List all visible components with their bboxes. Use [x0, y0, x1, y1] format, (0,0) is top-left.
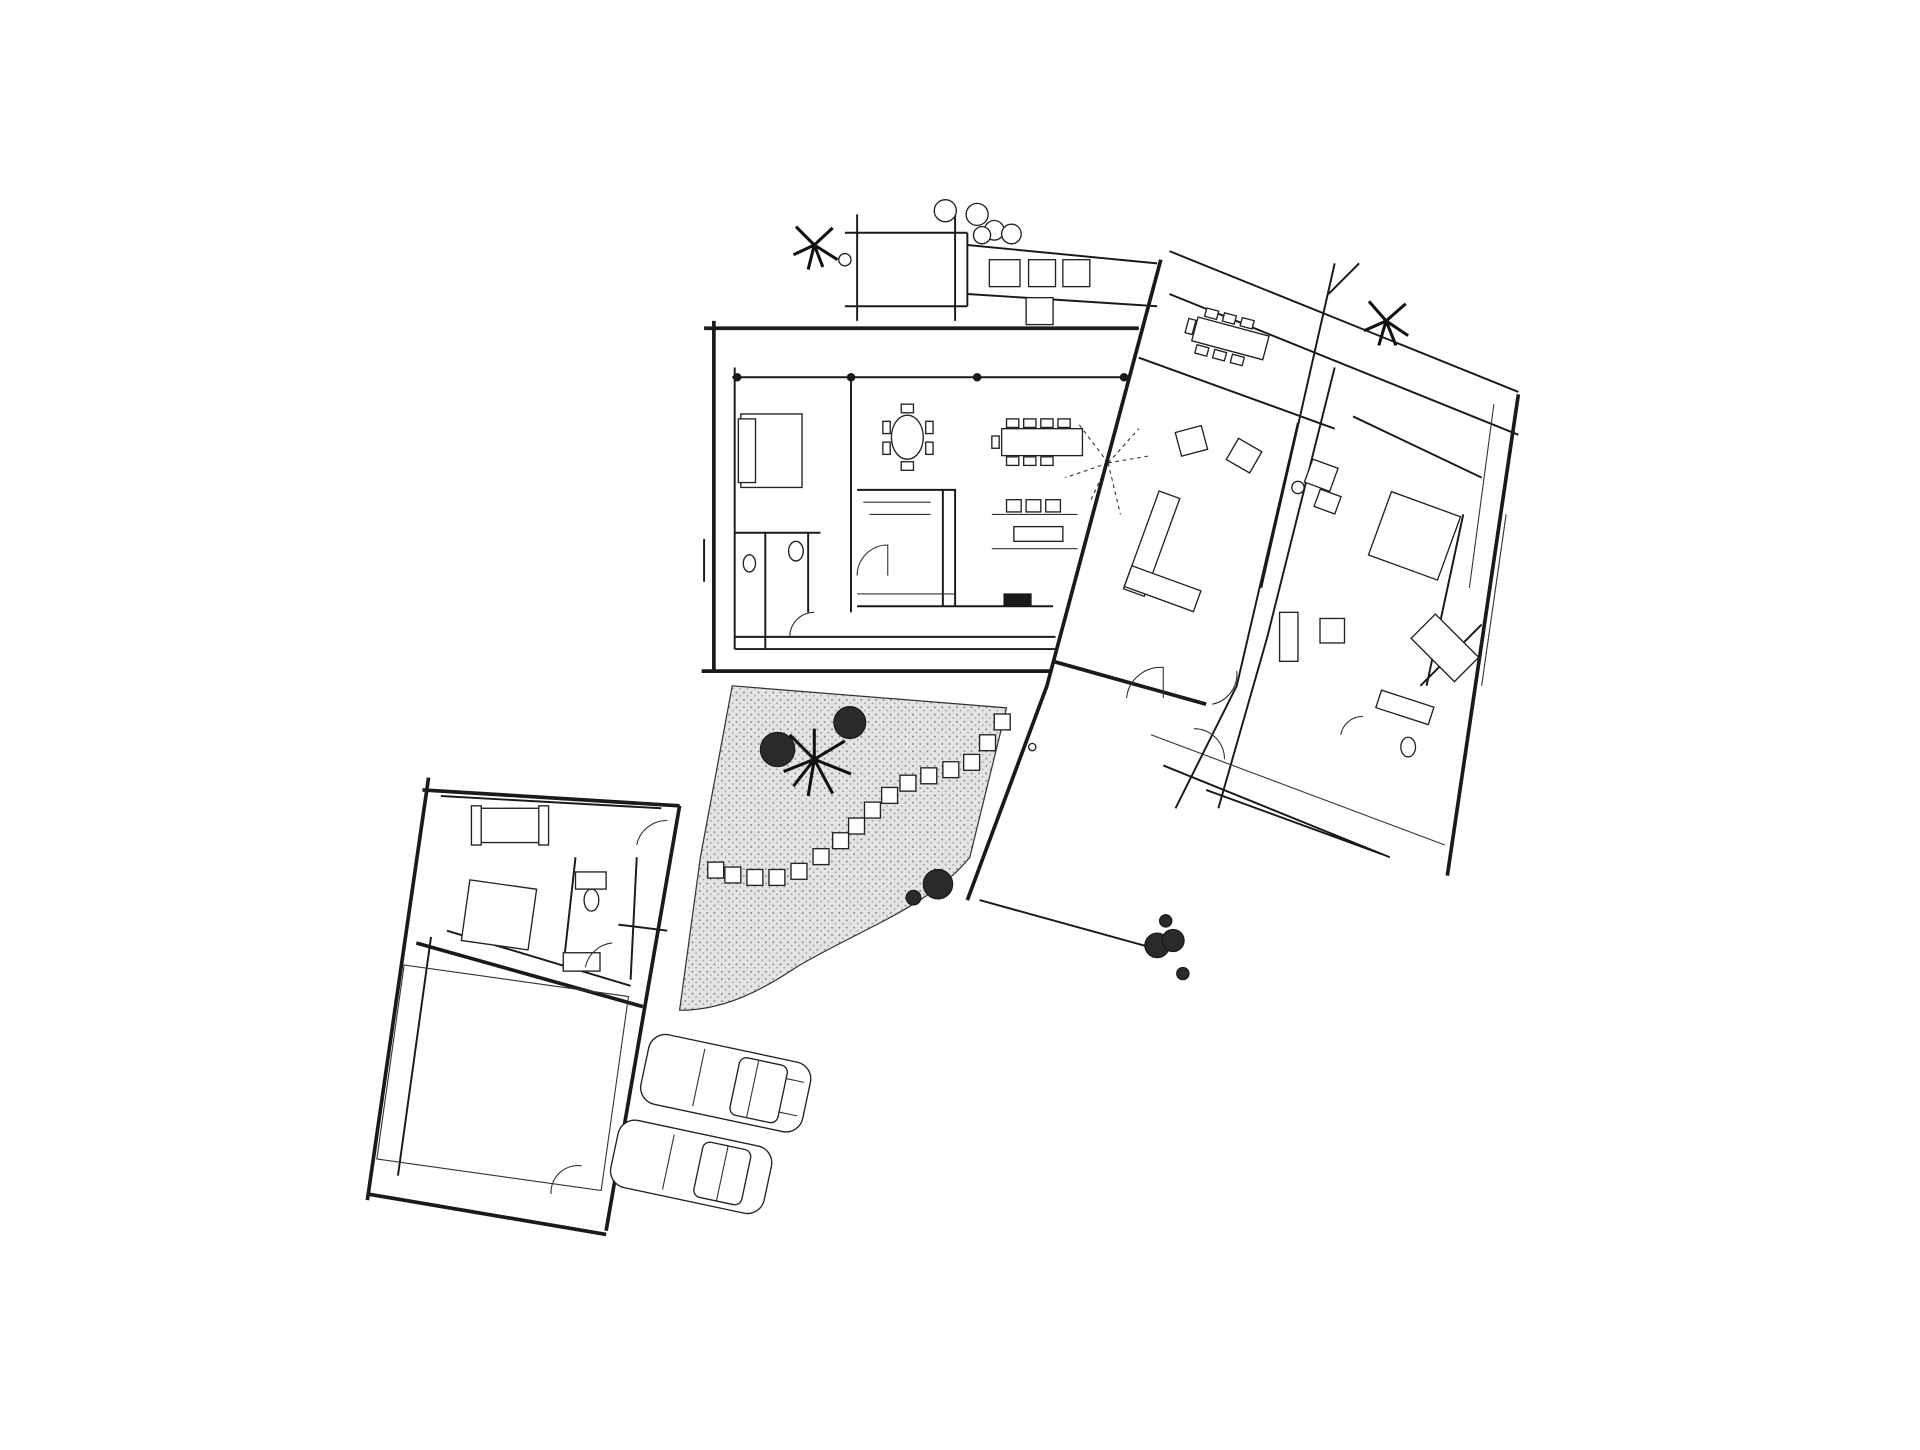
garage-floor: [376, 964, 630, 1192]
outdoor-dining-table-icon: [1184, 307, 1270, 367]
bed-icon: [737, 413, 803, 489]
bed-icon: [1367, 490, 1462, 581]
round-table-icon: [882, 403, 934, 471]
top-patio: [838, 199, 1158, 326]
palm-tree-icon: [783, 225, 1410, 797]
columns: [732, 372, 1129, 382]
kitchen-counter: [1003, 499, 1064, 607]
door-swing-icon: [550, 819, 668, 1195]
bathroom-fixtures: [1278, 611, 1435, 758]
car-icon: [639, 1033, 812, 1133]
sofa-icon: [470, 805, 550, 846]
bathtub-icon: [1410, 613, 1480, 683]
toilet-icon: [742, 540, 804, 573]
courtyard: [678, 685, 1011, 1011]
guest-house: [365, 777, 682, 1237]
l-sofa-icon: [1122, 490, 1202, 613]
car-icon: [609, 1119, 773, 1215]
bed-icon: [460, 879, 538, 951]
sight-lines: [1065, 422, 1152, 515]
angled-wing: [965, 250, 1521, 951]
shrub-icon: [759, 706, 1190, 981]
main-building: [701, 320, 1152, 673]
stepping-stones: [707, 713, 1011, 887]
shrub-icon: [838, 199, 1022, 267]
dining-table-icon: [991, 418, 1084, 467]
toilet-icon: [574, 871, 607, 912]
door-swing-icon: [789, 544, 889, 637]
armchair-icon: [1174, 424, 1342, 515]
door-swing-icon: [1125, 666, 1363, 760]
